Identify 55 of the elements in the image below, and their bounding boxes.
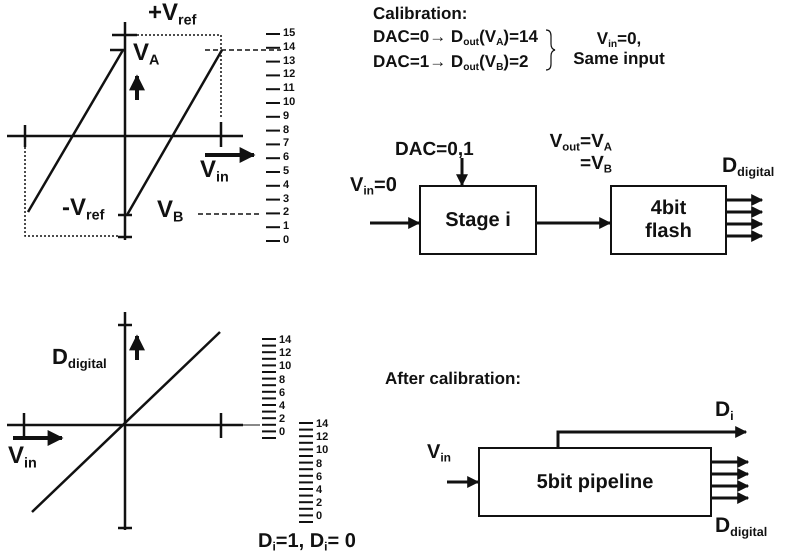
tick-label: 10 <box>279 360 292 372</box>
output-label: D$_{digital}$ <box>715 514 768 540</box>
edge-label: D$_{i}$ <box>715 398 734 424</box>
tick-label: 5 <box>283 165 290 178</box>
tick-label: 0 <box>283 234 290 246</box>
tick-label: 6 <box>279 386 286 399</box>
tick-label: 4 <box>283 178 290 191</box>
tick-label: 9 <box>283 110 290 122</box>
heading: Calibration: <box>373 5 468 24</box>
axis-label: V$_{in}$ <box>8 443 37 472</box>
axis-label: D$_{digital}$ <box>52 345 107 372</box>
tick-label: 14 <box>283 40 296 53</box>
tick-label: 2 <box>316 497 322 510</box>
tick-label: 2 <box>283 206 290 218</box>
axis-label: +V$_{ref}$ <box>148 0 196 30</box>
box-label: 5bit pipeline <box>536 470 654 494</box>
tick-label: 1 <box>283 220 290 232</box>
tick-label: 11 <box>283 82 295 94</box>
edge-label: V$_{in}$=0 <box>350 174 397 198</box>
axis-label: V$_{A}$ <box>133 40 160 70</box>
tick-label: 3 <box>283 192 290 205</box>
heading: After calibration: <box>385 370 522 389</box>
tick-label: 7 <box>283 137 290 150</box>
tick-label: 14 <box>316 418 328 430</box>
tick-label: 14 <box>279 334 292 346</box>
axis-label: V$_{B}$ <box>157 197 184 226</box>
edge-label: V$_{out}$=V$_{A}$ =V$_{B}$ <box>548 132 612 176</box>
equation-text: DAC=1→ D$_{out}$(V$_{B}$)=2 <box>373 53 528 74</box>
tick-label: 8 <box>283 124 290 136</box>
edge-label: DAC=0,1 <box>395 140 474 161</box>
axis-label: V$_{in}$ <box>200 157 229 186</box>
tick-label: 13 <box>283 54 296 67</box>
tick-label: 4 <box>279 400 286 412</box>
tick-label: 6 <box>316 470 322 483</box>
tick-label: 2 <box>279 413 286 426</box>
axis-label: -V$_{ref}$ <box>62 195 104 224</box>
tick-label: 4 <box>316 484 322 496</box>
tick-label: 0 <box>316 510 322 522</box>
tick-label: 12 <box>283 68 296 80</box>
output-label: D$_{digital}$ <box>722 154 774 180</box>
tick-label: 10 <box>283 96 296 108</box>
tick-label: 8 <box>316 458 322 470</box>
note-text: D$_{i}$=1, D$_{i}$= 0 <box>258 530 356 554</box>
box-label: 4bit flash <box>644 197 693 243</box>
tick-label: 10 <box>316 444 328 456</box>
edge-label: V$_{in}$ <box>427 441 452 465</box>
box-label: Stage i <box>445 208 511 232</box>
tick-label: 12 <box>316 431 328 444</box>
note-text: V$_{in}$=0, Same input <box>572 30 666 69</box>
tick-label: 6 <box>283 151 290 164</box>
equation-text: DAC=0→ D$_{out}$(V$_{A}$)=14 <box>373 28 538 48</box>
tick-label: 0 <box>279 426 286 438</box>
tick-label: 8 <box>279 374 286 386</box>
tick-label: 15 <box>283 27 296 40</box>
tick-label: 12 <box>279 347 292 360</box>
